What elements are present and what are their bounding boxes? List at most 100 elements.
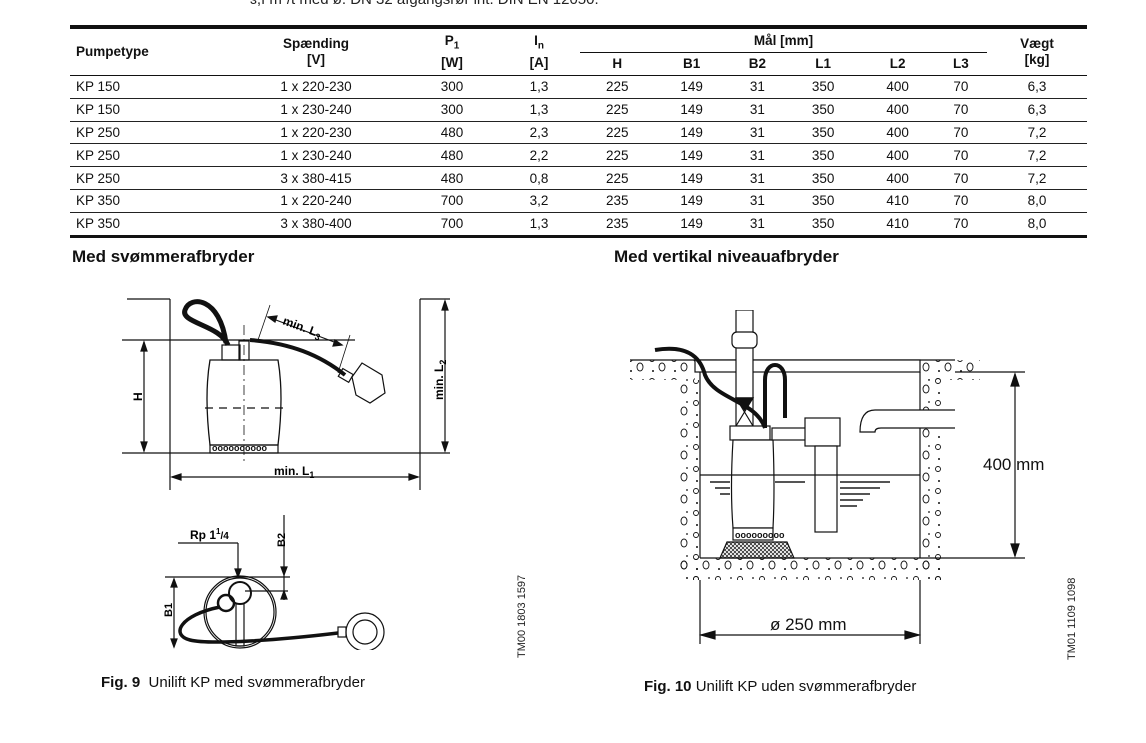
cell-b2: 31 bbox=[728, 166, 786, 190]
cell-p1: 700 bbox=[406, 189, 498, 213]
cell-pumpetype: KP 250 bbox=[70, 143, 226, 168]
header-h: H bbox=[580, 52, 655, 76]
float-switch-top-view-drawing: Rp 11/4 B2 B1 bbox=[163, 515, 385, 650]
cell-vaegt: 7,2 bbox=[987, 121, 1087, 145]
left-section-title: Med svømmerafbryder bbox=[72, 247, 255, 266]
label-h: H bbox=[131, 392, 145, 401]
header-in-sub: n bbox=[537, 40, 544, 52]
header-b2: B2 bbox=[728, 52, 786, 76]
figure-9-text: Unilift KP med svømmerafbryder bbox=[148, 674, 365, 691]
label-b1: B1 bbox=[163, 603, 175, 617]
header-l1: L1 bbox=[785, 52, 861, 76]
cell-l3: 70 bbox=[934, 189, 987, 213]
figure-9-label: Fig. 9 bbox=[101, 674, 141, 691]
float-connector bbox=[337, 626, 347, 638]
cell-vaegt: 6,3 bbox=[987, 98, 1087, 122]
tm-code-left: TM00 1803 1597 bbox=[516, 574, 528, 658]
cell-vaegt: 8,0 bbox=[987, 212, 1087, 238]
header-mal: Mål [mm] bbox=[580, 25, 987, 53]
cell-l1: 350 bbox=[785, 212, 861, 238]
float-circle bbox=[345, 612, 385, 650]
cell-h: 225 bbox=[580, 143, 655, 168]
cell-l3: 70 bbox=[934, 143, 987, 168]
cell-l1: 350 bbox=[785, 143, 861, 168]
cover-plate bbox=[694, 359, 921, 373]
pump-body bbox=[730, 439, 775, 529]
float-switch bbox=[351, 362, 386, 404]
cell-b1: 149 bbox=[654, 75, 729, 99]
cell-vaegt: 8,0 bbox=[987, 189, 1087, 213]
pump-outline bbox=[203, 575, 277, 649]
float-cable bbox=[249, 338, 347, 377]
header-vaegt-label: Vægt bbox=[1020, 36, 1054, 51]
cell-in: 1,3 bbox=[498, 212, 580, 238]
cell-b1: 149 bbox=[654, 121, 729, 145]
header-spaending-unit: [V] bbox=[307, 52, 325, 67]
cell-l3: 70 bbox=[934, 121, 987, 145]
cell-b2: 31 bbox=[728, 189, 786, 213]
label-rp: Rp 11/4 bbox=[190, 527, 229, 542]
header-p1: P1 [W] bbox=[406, 25, 498, 76]
vertical-level-switch-drawing: ooooooooo 400 mm bbox=[630, 310, 1044, 580]
cell-h: 225 bbox=[580, 121, 655, 145]
header-l2: L2 bbox=[860, 52, 935, 76]
label-b2: B2 bbox=[276, 533, 288, 547]
cell-in: 0,8 bbox=[498, 166, 580, 190]
tm-code-right: TM01 1109 1098 bbox=[1066, 577, 1078, 660]
cell-l1: 350 bbox=[785, 121, 861, 145]
figure-10-label: Fig. 10 bbox=[644, 678, 692, 695]
cell-h: 235 bbox=[580, 212, 655, 238]
pump-specs-table-wrap: Pumpetype Spænding [V] P1 [W] In [A] Mål… bbox=[70, 25, 1087, 238]
arrow-icon bbox=[266, 315, 278, 323]
right-section-title: Med vertikal niveauafbryder bbox=[614, 247, 839, 266]
cell-spaending: 1 x 220-240 bbox=[226, 189, 406, 213]
cell-p1: 700 bbox=[406, 212, 498, 238]
header-b1: B1 bbox=[654, 52, 729, 76]
arrow-icon bbox=[408, 473, 420, 481]
figure-10-text: Unilift KP uden svømmerafbryder bbox=[695, 678, 917, 695]
figure-9-caption: Fig. 9 Unilift KP med svømmerafbryder bbox=[101, 674, 365, 691]
cell-p1: 300 bbox=[406, 98, 498, 122]
float-connector bbox=[337, 367, 355, 384]
l3-dimension-line bbox=[267, 316, 343, 346]
cell-spaending: 1 x 220-230 bbox=[226, 75, 406, 99]
cell-l2: 400 bbox=[860, 98, 935, 122]
switch-head bbox=[804, 417, 841, 447]
cell-vaegt: 6,3 bbox=[987, 75, 1087, 99]
cell-in: 2,2 bbox=[498, 143, 580, 168]
cell-l3: 70 bbox=[934, 166, 987, 190]
pump-specs-table: Pumpetype Spænding [V] P1 [W] In [A] Mål… bbox=[70, 25, 1087, 238]
cell-pumpetype: KP 250 bbox=[70, 121, 226, 145]
inlet-pipe bbox=[859, 409, 955, 433]
cell-pumpetype: KP 250 bbox=[70, 166, 226, 190]
arrow-icon bbox=[441, 299, 449, 311]
header-p1-sub: 1 bbox=[453, 40, 460, 52]
cell-l2: 400 bbox=[860, 75, 935, 99]
cell-l2: 400 bbox=[860, 166, 935, 190]
floor-gravel bbox=[680, 558, 942, 580]
cell-l3: 70 bbox=[934, 75, 987, 99]
cell-p1: 480 bbox=[406, 166, 498, 190]
left-wall bbox=[680, 380, 700, 580]
cell-l2: 410 bbox=[860, 189, 935, 213]
cell-p1: 480 bbox=[406, 143, 498, 168]
cell-spaending: 1 x 230-240 bbox=[226, 143, 406, 168]
cell-b1: 149 bbox=[654, 166, 729, 190]
water-lines bbox=[710, 481, 890, 507]
cell-pumpetype: KP 150 bbox=[70, 98, 226, 122]
header-spaending: Spænding [V] bbox=[226, 25, 406, 76]
label-min-l1: min. L1 bbox=[274, 464, 314, 480]
float-cable bbox=[178, 605, 339, 644]
cell-l1: 350 bbox=[785, 189, 861, 213]
label-min-l2: min. L2 bbox=[432, 360, 448, 400]
cell-p1: 300 bbox=[406, 75, 498, 99]
cell-vaegt: 7,2 bbox=[987, 143, 1087, 168]
float-switch-pump-drawing: oooooooooo min. L3 min. L2 min. L1 H bbox=[122, 298, 450, 490]
cell-b2: 31 bbox=[728, 98, 786, 122]
header-spaending-label: Spænding bbox=[283, 36, 349, 51]
cell-h: 225 bbox=[580, 98, 655, 122]
arrow-icon bbox=[140, 340, 148, 352]
